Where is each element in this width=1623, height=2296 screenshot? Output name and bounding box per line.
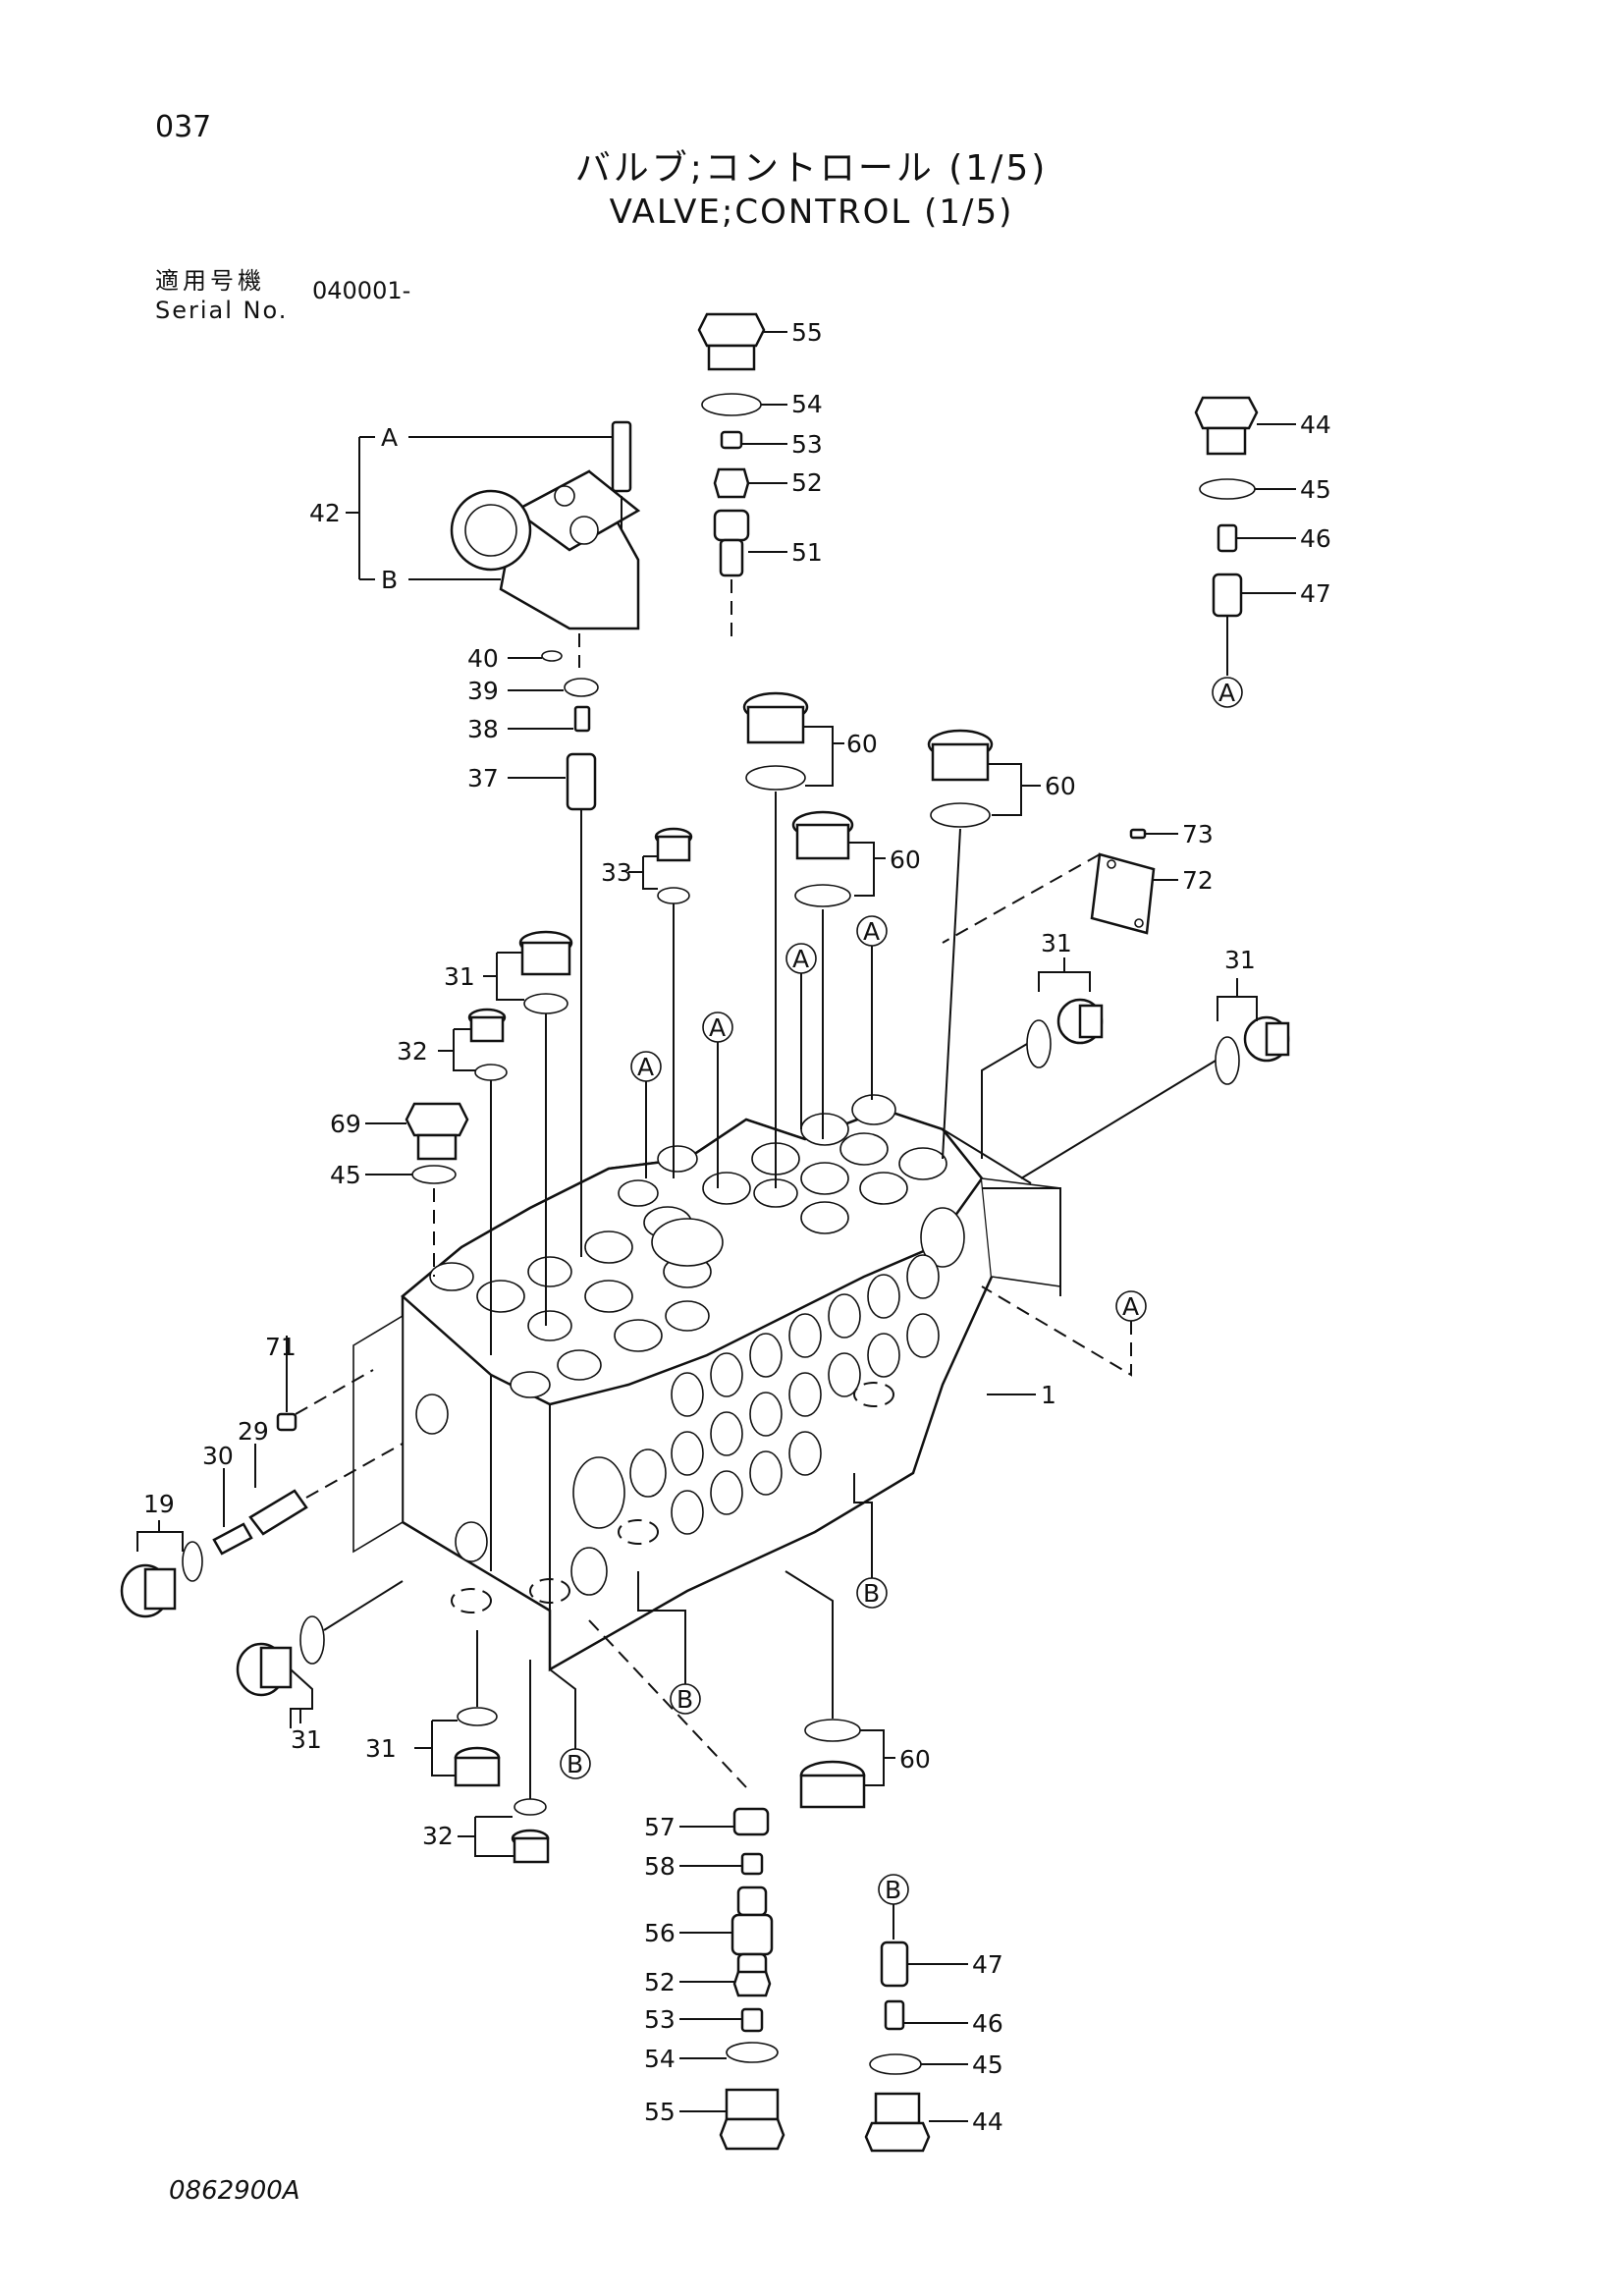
callout-29: 29 <box>238 1417 269 1446</box>
callout-31-d: 31 <box>291 1725 322 1754</box>
ref-marker-a-3: A <box>792 945 809 973</box>
ref-marker-b-3: B <box>567 1750 583 1778</box>
callout-53-lower: 53 <box>644 2005 676 2034</box>
serial-label-japanese: 適用号機 <box>155 267 265 295</box>
callout-45-lower: 45 <box>972 2050 1003 2079</box>
side-ports <box>415 1254 940 1613</box>
plug-60-group-2: 60 <box>927 729 1076 1160</box>
ref-marker-a-2: A <box>709 1013 726 1042</box>
callout-54-lower: 54 <box>644 2045 676 2073</box>
callout-45-left: 45 <box>330 1161 361 1189</box>
plug-19: 19 <box>120 1490 203 1618</box>
ref-circles-a: A A A A A <box>630 915 1147 1377</box>
callout-47: 47 <box>1300 579 1331 608</box>
callout-33: 33 <box>601 858 632 887</box>
lower-check-stack: 47 46 45 44 <box>864 1941 1003 2153</box>
plug-32-upper: 32 <box>397 1008 508 1355</box>
callout-60-a: 60 <box>846 730 878 758</box>
callout-40: 40 <box>467 644 499 673</box>
serial-number-value: 040001- <box>312 277 411 304</box>
spool-spring-stack: 40 39 38 37 <box>467 644 599 1257</box>
plug-69-and-oring-45: 69 45 <box>330 1102 469 1277</box>
ref-marker-a-1: A <box>637 1053 654 1081</box>
callout-55-lower: 55 <box>644 2098 676 2126</box>
callout-52: 52 <box>791 468 823 497</box>
plug-31-upper-left: 31 <box>444 930 573 1326</box>
upper-right-check-stack: 44 45 46 47 A <box>1194 396 1331 708</box>
callout-1: 1 <box>1041 1381 1056 1409</box>
valve-body <box>352 1094 1061 1672</box>
plug-31-lower: 31 <box>365 1630 501 1787</box>
ref-circles-b: B B B B <box>549 1473 909 1940</box>
page-number: 037 <box>155 110 212 144</box>
solenoid-valve-assembly: 42 A B <box>309 420 641 668</box>
callout-56: 56 <box>644 1919 676 1947</box>
upper-relief-stack: 55 54 53 52 51 <box>697 312 823 638</box>
ref-marker-a-top-right: A <box>1218 679 1235 707</box>
ref-marker-b-1: B <box>863 1579 880 1608</box>
title-japanese: バルブ;コントロール (1/5) <box>574 148 1049 189</box>
callout-60-d: 60 <box>899 1745 931 1774</box>
callout-44-lower: 44 <box>972 2107 1003 2136</box>
callout-31-b: 31 <box>1041 929 1072 957</box>
lower-relief-stack: 57 58 56 52 53 54 55 <box>588 1619 785 2151</box>
plug-31-right-a: 31 <box>981 929 1104 1159</box>
callout-69: 69 <box>330 1110 361 1138</box>
callout-55: 55 <box>791 318 823 347</box>
serial-label-english: Serial No. <box>155 297 289 324</box>
relief-29-spring-30: 29 30 <box>202 1417 404 1556</box>
bolt-71: 71 <box>265 1333 374 1432</box>
callout-60-c: 60 <box>890 846 921 874</box>
callout-44: 44 <box>1300 410 1331 439</box>
callout-73: 73 <box>1182 820 1214 848</box>
callout-19: 19 <box>143 1490 175 1518</box>
plug-60-group-1: 60 <box>742 691 878 1188</box>
ref-marker-b-2: B <box>676 1685 693 1714</box>
callout-31-e: 31 <box>365 1734 397 1763</box>
callout-38: 38 <box>467 715 499 743</box>
callout-57: 57 <box>644 1813 676 1841</box>
ref-marker-a-4: A <box>863 917 880 946</box>
callout-37: 37 <box>467 764 499 793</box>
plug-32-lower: 32 <box>422 1660 550 1864</box>
callout-32-b: 32 <box>422 1822 454 1850</box>
callout-42: 42 <box>309 499 341 527</box>
callout-58: 58 <box>644 1852 676 1881</box>
callout-47-lower: 47 <box>972 1950 1003 1979</box>
ref-marker-a-5: A <box>1122 1292 1139 1321</box>
callout-72: 72 <box>1182 866 1214 895</box>
plug-31-lower-left: 31 <box>236 1580 404 1754</box>
callout-46: 46 <box>1300 524 1331 553</box>
callout-39: 39 <box>467 677 499 705</box>
callout-32-a: 32 <box>397 1037 428 1066</box>
callout-46-lower: 46 <box>972 2009 1003 2038</box>
callout-52-lower: 52 <box>644 1968 676 1996</box>
callout-31-c: 31 <box>1224 946 1256 974</box>
title-english: VALVE;CONTROL (1/5) <box>609 192 1014 232</box>
callout-51: 51 <box>791 538 823 567</box>
ref-marker-b-4: B <box>885 1876 901 1904</box>
plug-60-lower: 60 <box>784 1570 931 1809</box>
drawing-number: 0862900A <box>169 2176 300 2206</box>
callout-a-label: A <box>381 423 398 452</box>
callout-31-a: 31 <box>444 962 475 991</box>
callout-71: 71 <box>265 1333 297 1361</box>
top-ports <box>429 1094 965 1398</box>
callout-30: 30 <box>202 1442 234 1470</box>
callout-b-label: B <box>381 566 398 594</box>
callout-54: 54 <box>791 390 823 418</box>
cover-plate: 73 72 <box>942 820 1214 944</box>
callout-60-b: 60 <box>1045 772 1076 800</box>
callout-53: 53 <box>791 430 823 459</box>
callout-45: 45 <box>1300 475 1331 504</box>
plug-31-right-b: 31 <box>1020 946 1290 1179</box>
plug-60-group-3: 60 <box>791 810 921 1139</box>
plug-33: 33 <box>601 827 693 1178</box>
